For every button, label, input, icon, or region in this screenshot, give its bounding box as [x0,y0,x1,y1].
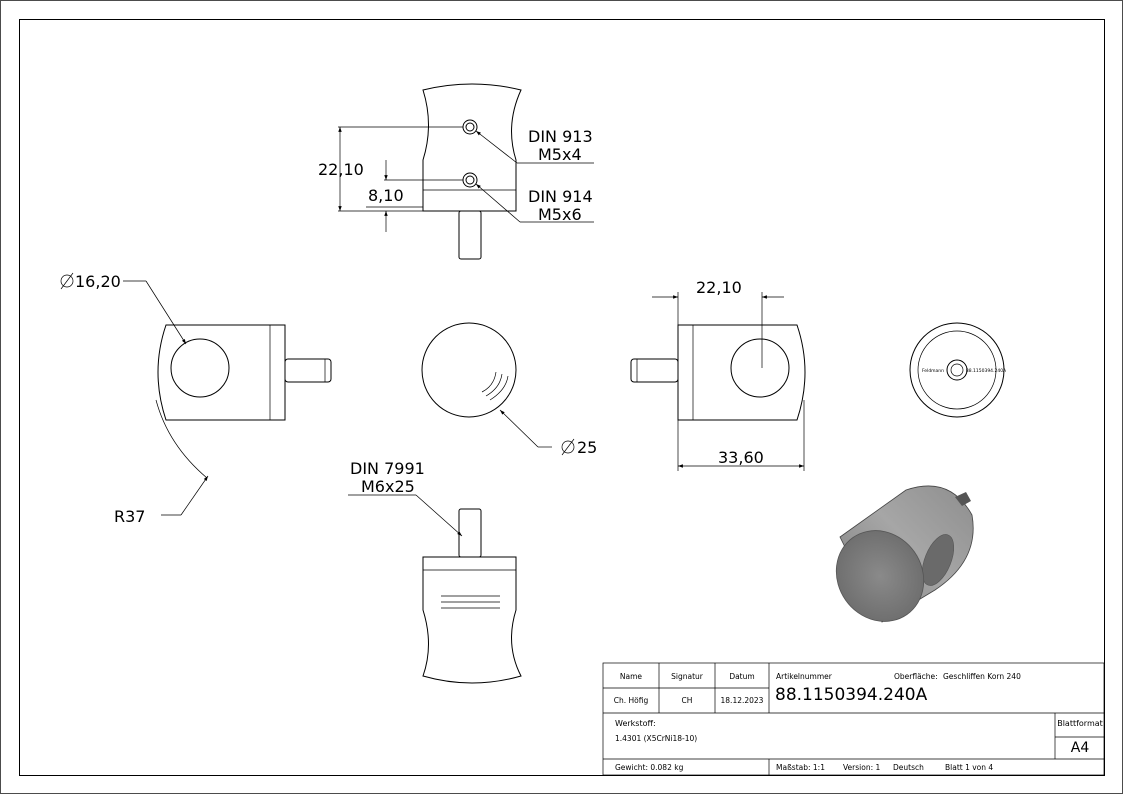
tb-blatt: Blatt 1 von 4 [945,763,993,772]
engraving-article: 88.1150394.240A [966,368,1007,374]
rear-end-view: Feldmann 88.1150394.240A [909,322,1007,418]
tb-sprache: Deutsch [893,763,924,772]
tb-name-header: Name [620,672,643,681]
label-din7991-size: M6x25 [361,477,415,496]
dim-22-10-vertical: 22,10 [318,160,364,179]
tb-werkstoff-label: Werkstoff: [615,719,656,728]
title-block: Name Signatur Datum Ch. Höfig CH 18.12.2… [602,662,1105,776]
top-view: 22,10 8,10 DIN 913 M5x4 DIN 914 M5x6 [318,83,594,260]
label-din914-size: M5x6 [538,205,582,224]
tb-version: Version: 1 [843,763,880,772]
diameter-symbol-icon [60,272,74,290]
tb-artikelnummer-value: 88.1150394.240A [775,685,928,705]
isometric-3d-view [835,485,974,623]
front-circle-view: 25 [421,322,597,457]
tb-signatur-header: Signatur [671,672,704,681]
tb-massstab: Maßstab: 1:1 [776,763,825,772]
label-din913-size: M5x4 [538,145,582,164]
tb-signatur-value: CH [682,696,693,705]
tb-oberflaeche-label: Oberfläche: [894,672,938,681]
dim-dia-25: 25 [577,438,597,457]
label-din914: DIN 914 [528,187,593,206]
tb-artikelnummer-label: Artikelnummer [776,672,833,681]
tb-werkstoff-value: 1.4301 (X5CrNi18-10) [615,734,697,743]
dim-33-60: 33,60 [718,448,764,467]
diameter-symbol-icon [561,438,575,456]
dim-dia-16-20: 16,20 [75,272,121,291]
tb-oberflaeche-value: Geschliffen Korn 240 [943,672,1021,681]
label-din7991: DIN 7991 [350,459,425,478]
dim-8-10: 8,10 [368,186,404,205]
label-din913: DIN 913 [528,127,593,146]
dim-r37: R37 [114,507,145,526]
tb-blattformat-value: A4 [1071,740,1090,756]
tb-blattformat-label: Blattformat [1057,719,1103,728]
engraving-brand: Feldmann [922,368,944,374]
dim-22-10-horizontal: 22,10 [696,278,742,297]
tb-gewicht: Gewicht: 0.082 kg [615,763,684,772]
tb-datum-header: Datum [729,672,754,681]
tb-datum-value: 18.12.2023 [721,696,764,705]
bottom-view: DIN 7991 M6x25 [348,459,522,684]
tb-name-value: Ch. Höfig [614,696,649,705]
right-side-view: 22,10 33,60 [630,278,806,471]
left-side-view: 16,20 R37 [60,272,332,526]
drawing-frame [19,19,1105,776]
